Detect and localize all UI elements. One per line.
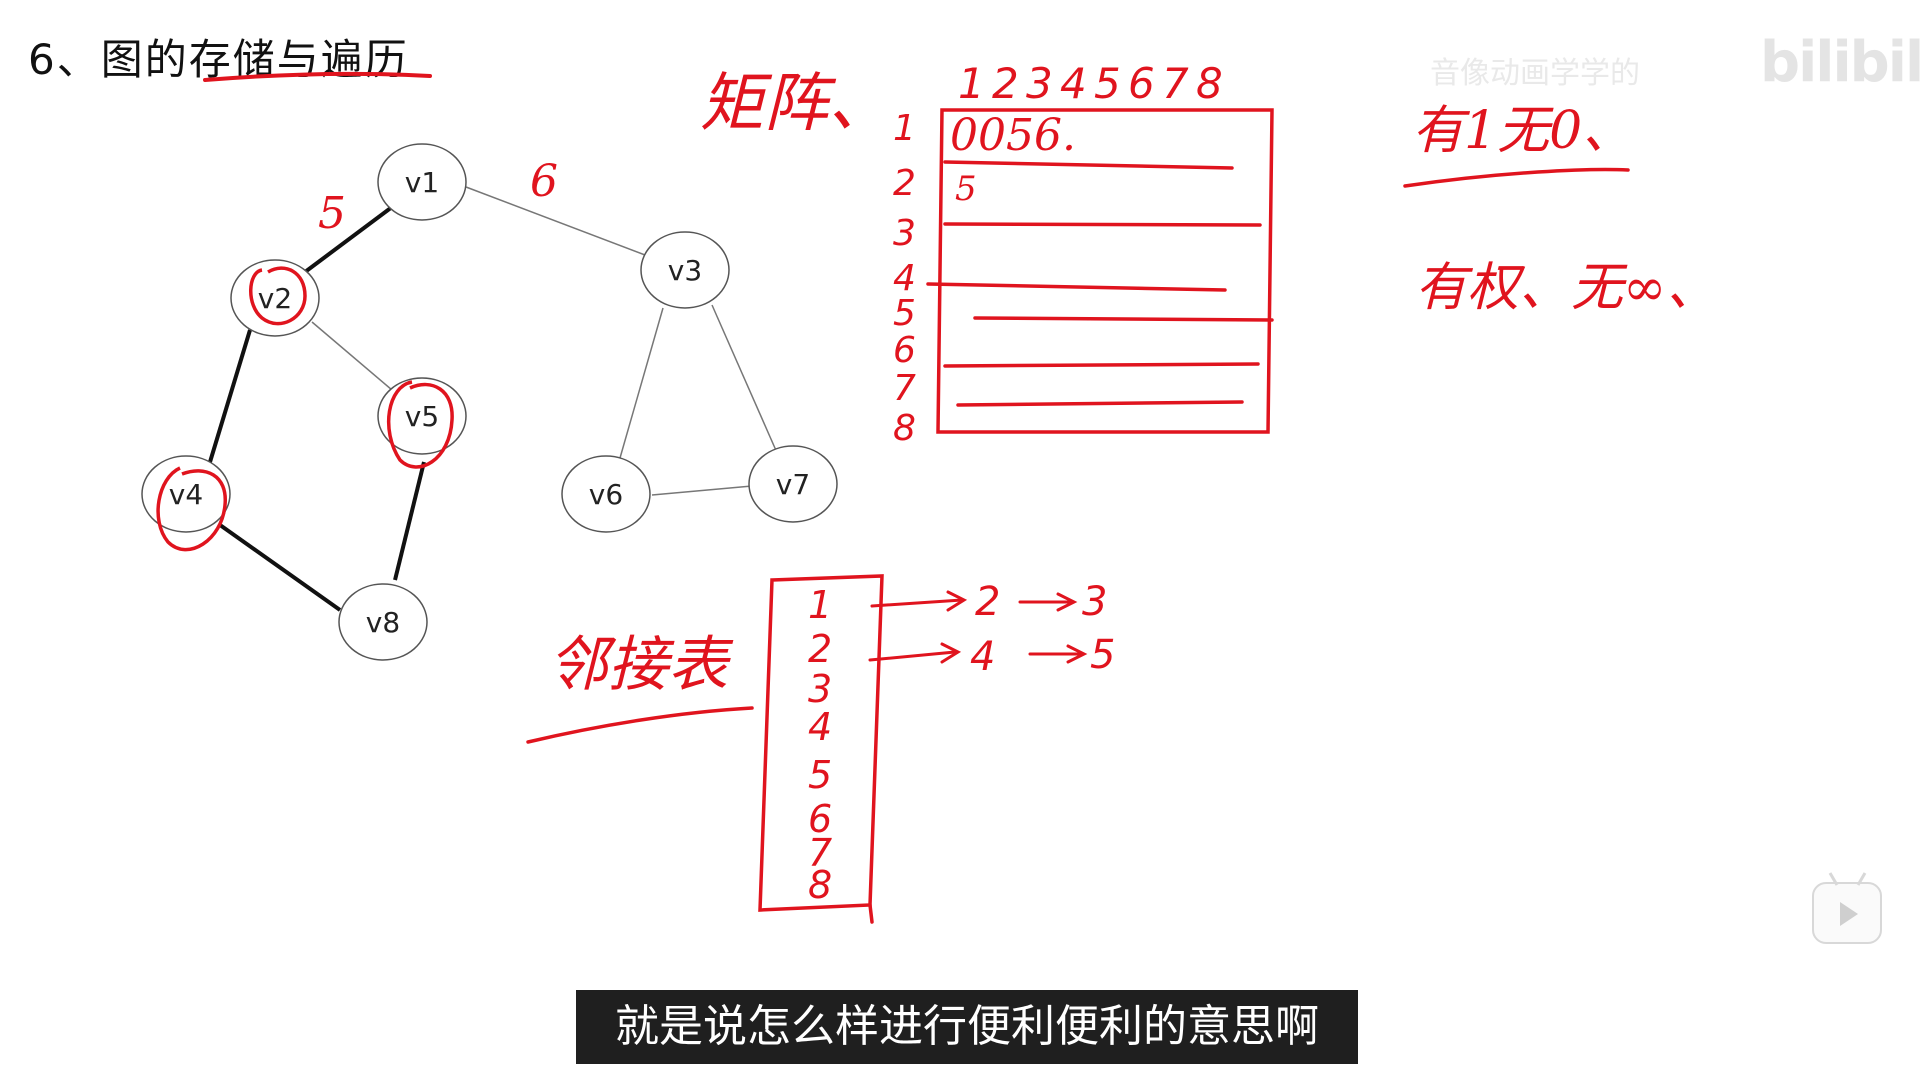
list-row-7: 7: [808, 831, 832, 875]
list-row-8: 8: [808, 863, 832, 907]
matrix-col-3: 3: [1026, 59, 1053, 108]
edge-v3-v6: [619, 307, 664, 459]
visit-circle-v2: [249, 266, 307, 326]
matrix-row-8: 8: [893, 408, 916, 449]
matrix-row-headers: 1 2 3 4 5 6 7 8: [893, 108, 916, 449]
matrix-row2-values: 5: [955, 169, 977, 209]
list-title-underline: [526, 706, 754, 744]
matrix-row-6: 6: [893, 330, 916, 371]
edge-v1-v3: [465, 186, 646, 256]
list-chain-values: 2 3 4 5: [970, 579, 1115, 680]
edge-v5-v8: [393, 461, 426, 581]
visited-marks: [156, 266, 454, 552]
list-row-4: 4: [808, 705, 832, 749]
matrix-col-6: 6: [1128, 59, 1155, 108]
node-v7-label: v7: [776, 468, 810, 501]
adjacency-list-column: [758, 574, 884, 924]
list-row-5: 5: [808, 753, 832, 797]
rule-underline: [1403, 167, 1630, 188]
matrix-row-1: 1: [893, 108, 916, 149]
node-v6-label: v6: [589, 478, 623, 511]
list-row1-chain-1: 2: [975, 579, 1000, 625]
matrix-row1-values: 0056.: [950, 110, 1076, 161]
edge-v6-v7: [651, 485, 753, 496]
matrix-rule-unweighted: 有1无0、: [1412, 101, 1634, 161]
list-row2-chain-2: 5: [1090, 632, 1115, 678]
adjacency-list-title: 邻接表: [548, 630, 734, 700]
list-row-6: 6: [808, 797, 832, 841]
node-v6: v6: [561, 455, 651, 533]
node-v4: v4: [141, 455, 231, 533]
node-v3-label: v3: [668, 254, 702, 287]
list-row-3: 3: [808, 667, 832, 711]
play-button[interactable]: [1812, 872, 1882, 944]
node-v5: v5: [377, 377, 467, 455]
node-v4-label: v4: [169, 478, 203, 511]
matrix-rule-weighted: 有权、无∞、: [1415, 258, 1718, 318]
edge-weight-v1-v2: 5: [318, 188, 346, 239]
node-v3: v3: [640, 231, 730, 309]
matrix-row-7: 7: [893, 368, 916, 409]
node-v1: v1: [377, 143, 467, 221]
list-row1-chain-2: 3: [1082, 579, 1107, 625]
watermark-text: 音像动画学学的: [1430, 56, 1640, 91]
video-subtitle: 就是说怎么样进行便利便利的意思啊: [576, 990, 1358, 1064]
matrix-row-4: 4: [893, 258, 916, 299]
matrix-row-5: 5: [893, 293, 916, 334]
matrix-row-2: 2: [893, 163, 916, 204]
node-v2-label: v2: [258, 282, 292, 315]
graph-nodes: v1 v2 v3 v4 v5 v6: [141, 143, 838, 661]
adjacency-list-rows: 1 2 3 4 5 6 7 8: [808, 583, 832, 907]
matrix-col-8: 8: [1196, 59, 1223, 108]
visit-circle-v5: [386, 380, 454, 469]
edge-weight-v1-v3: 6: [530, 156, 558, 207]
bilibili-logo: bilibili: [1760, 30, 1920, 95]
list-row-1: 1: [808, 583, 832, 627]
list-row-2: 2: [808, 627, 832, 671]
graph-edges: [208, 186, 779, 612]
title-underline: [203, 71, 432, 82]
play-icon: [1840, 902, 1858, 926]
edge-v1-v2: [303, 205, 394, 274]
node-v5-label: v5: [405, 400, 439, 433]
node-v8: v8: [338, 583, 428, 661]
node-v1-label: v1: [405, 166, 439, 199]
list-row2-chain-1: 4: [970, 634, 995, 680]
node-v8-label: v8: [366, 606, 400, 639]
matrix-col-2: 2: [992, 59, 1019, 108]
edge-v4-v8: [218, 523, 342, 612]
edge-v2-v4: [208, 329, 252, 463]
matrix-title: 矩阵、: [700, 67, 892, 141]
adjacency-matrix-grid: [926, 108, 1274, 434]
matrix-col-1: 1: [958, 59, 985, 108]
visit-circle-v4: [156, 466, 227, 552]
matrix-row-3: 3: [893, 213, 916, 254]
matrix-column-headers: 1 2 3 4 5 6 7 8: [958, 59, 1223, 108]
matrix-col-4: 4: [1060, 59, 1087, 108]
list-arrows: [868, 590, 1088, 664]
node-v7: v7: [748, 445, 838, 523]
edge-v3-v7: [711, 304, 779, 456]
edge-v2-v5: [311, 321, 393, 391]
matrix-col-5: 5: [1094, 59, 1121, 108]
matrix-col-7: 7: [1162, 59, 1189, 108]
